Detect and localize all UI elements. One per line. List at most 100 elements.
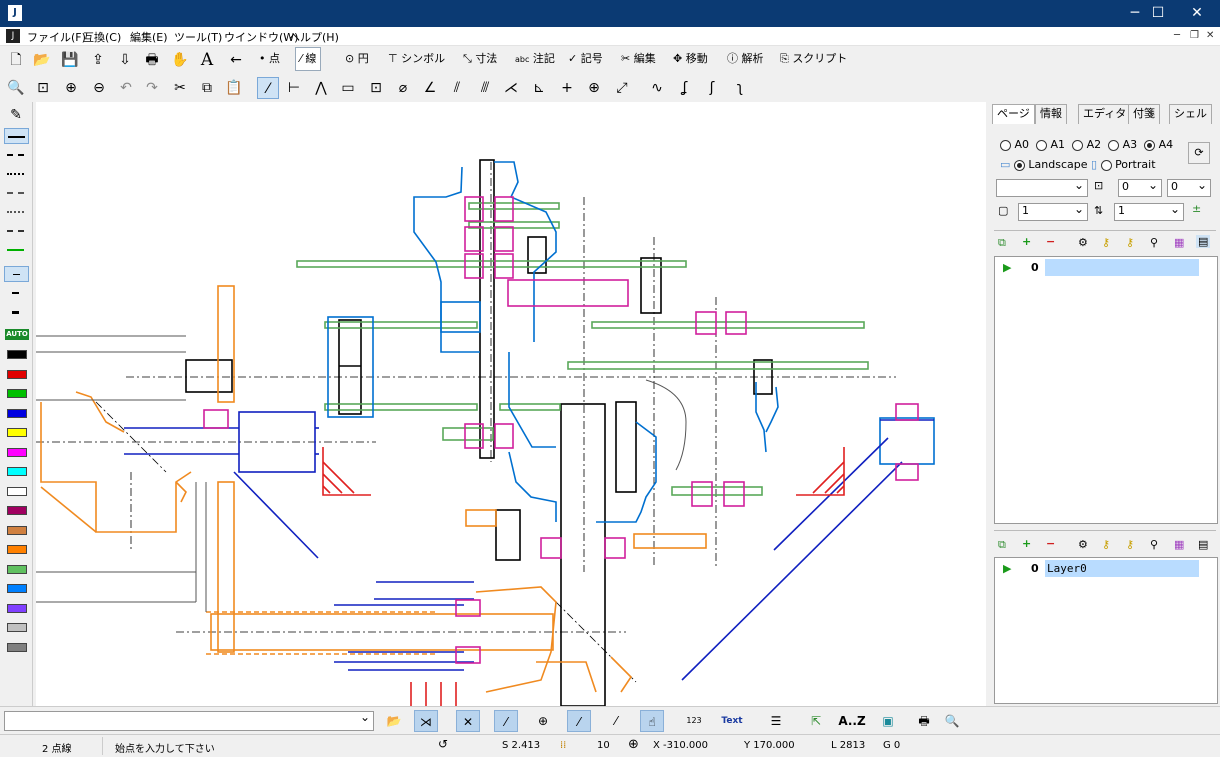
grid-icon[interactable]: ⁞⁞ <box>560 740 567 751</box>
layer-row-name[interactable]: Layer0 <box>1045 560 1199 577</box>
page-color-icon[interactable]: ▦ <box>1174 236 1185 249</box>
polyline-icon[interactable]: ⋀ <box>315 80 327 96</box>
color-swatch[interactable] <box>7 467 27 476</box>
offset-line-icon[interactable]: ⫽ <box>453 80 461 96</box>
snap-center-icon[interactable]: ⊕ <box>537 714 549 728</box>
snap-nearest-icon[interactable]: ⁄ <box>494 710 518 732</box>
page-remove-icon[interactable]: − <box>1046 235 1056 248</box>
snap-cursor-icon[interactable]: ☝ <box>640 710 664 732</box>
freehand-icon[interactable]: ʅ <box>736 80 744 96</box>
tab-analyze[interactable]: ⓘ 解析 <box>727 52 764 65</box>
linetype-green[interactable] <box>4 242 29 258</box>
lineweight-medium[interactable] <box>4 285 29 301</box>
page-row-name[interactable] <box>1045 259 1199 276</box>
menu-tools[interactable]: ツール(T) <box>174 31 223 44</box>
layer-copy-icon[interactable]: ⧉ <box>998 538 1006 551</box>
page-play-icon[interactable]: ▶ <box>1003 261 1012 274</box>
tab-move[interactable]: ✥ 移動 <box>673 52 708 65</box>
line-2point-icon[interactable]: ⁄ <box>257 77 279 99</box>
hand-icon[interactable]: ✋ <box>171 52 189 68</box>
color-swatch[interactable] <box>7 584 27 593</box>
close-button[interactable]: ✕ <box>1191 5 1203 21</box>
splitter-1[interactable] <box>994 230 1216 231</box>
color-swatch[interactable] <box>7 389 27 398</box>
color-swatch[interactable] <box>7 486 27 496</box>
paste-icon[interactable]: 📋 <box>225 80 243 96</box>
refresh-icon[interactable]: ↺ <box>438 737 449 751</box>
tab-dimension[interactable]: ⤡ 寸法 <box>463 52 498 65</box>
menu-window[interactable]: ウインドウ(W) <box>224 31 299 44</box>
select-cursor-icon[interactable]: ⇱ <box>810 714 822 728</box>
add-page-icon[interactable]: ± <box>1192 202 1202 215</box>
tab-shell[interactable]: シェル <box>1169 104 1212 124</box>
linetype-dashdotdot[interactable] <box>4 204 29 220</box>
color-swatch[interactable] <box>7 525 27 535</box>
layer-list[interactable]: ▶ 0 Layer0 <box>994 557 1218 704</box>
linetype-dashdot[interactable] <box>4 185 29 201</box>
paper-a4-radio[interactable] <box>1144 139 1156 151</box>
snap-midpoint-icon[interactable]: ⁄ <box>567 710 591 732</box>
maximize-button[interactable]: ☐ <box>1151 5 1165 21</box>
tab-editor[interactable]: エディタ <box>1078 104 1132 124</box>
tab-point[interactable]: • 点 <box>259 52 280 65</box>
color-swatch[interactable] <box>7 506 27 515</box>
tab-info[interactable]: 情報 <box>1035 104 1067 124</box>
back-arrow-icon[interactable]: ← <box>230 52 242 68</box>
menu-help[interactable]: ヘルプ(H) <box>289 31 339 44</box>
eyedropper-icon[interactable]: ✎ <box>10 107 22 123</box>
tab-symbol[interactable]: ⊤ シンボル <box>388 52 446 65</box>
color-swatch[interactable] <box>7 428 27 437</box>
color-swatch[interactable] <box>7 545 27 554</box>
layer-key2-icon[interactable]: ⚷ <box>1126 538 1135 551</box>
rotate-icon[interactable]: ⟳ <box>1188 142 1210 164</box>
perpendicular-icon[interactable]: ⊾ <box>533 80 545 96</box>
mdi-minimize-button[interactable]: ─ <box>1174 30 1181 41</box>
tab-mark[interactable]: ✓ 記号 <box>568 52 603 65</box>
zoom-in-icon[interactable]: ⊕ <box>65 80 77 96</box>
layer-remove-icon[interactable]: − <box>1046 537 1056 550</box>
color-swatch[interactable] <box>7 408 27 418</box>
paper-a2-radio[interactable] <box>1072 139 1084 151</box>
page-props-icon[interactable]: ⚙ <box>1078 236 1088 249</box>
bezier-icon[interactable]: ʃ <box>709 80 715 96</box>
origin-x-input[interactable]: 0 <box>1118 178 1162 197</box>
print-preview-icon[interactable]: 🖶 <box>918 714 930 728</box>
coordinate-input-button[interactable]: 123 <box>686 716 702 725</box>
lineweight-thin[interactable] <box>4 266 29 282</box>
linetype-dashed[interactable] <box>4 147 29 163</box>
page-preset-select[interactable] <box>996 178 1088 197</box>
zoom-all-icon[interactable]: ⊡ <box>37 80 49 96</box>
page-filter-icon[interactable]: ⚲ <box>1150 236 1159 249</box>
layer-play-icon[interactable]: ▶ <box>1003 562 1012 575</box>
crosshair-icon[interactable]: + <box>561 80 573 96</box>
color-swatch[interactable] <box>7 350 27 359</box>
paper-a3-radio[interactable] <box>1108 139 1120 151</box>
color-swatch[interactable] <box>7 447 27 457</box>
linetype-dotted[interactable] <box>4 166 29 182</box>
zoom-out-icon[interactable]: ⊖ <box>93 80 105 96</box>
undo-icon[interactable]: ↶ <box>120 80 132 96</box>
color-swatch[interactable] <box>7 623 27 632</box>
color-swatch[interactable] <box>7 564 27 574</box>
font-icon[interactable]: A <box>200 50 214 70</box>
bisector-icon[interactable]: ⋌ <box>504 80 518 96</box>
color-swatch[interactable] <box>7 642 27 652</box>
layer-color-icon[interactable]: ▦ <box>1174 538 1185 551</box>
curve-icon[interactable]: ʆ <box>682 80 688 96</box>
page-key2-icon[interactable]: ⚷ <box>1126 236 1135 249</box>
text-button[interactable]: Text <box>721 716 743 726</box>
sort-button[interactable]: A..Z <box>838 714 866 728</box>
tab-circle[interactable]: ⊙ 円 <box>345 52 369 65</box>
redo-icon[interactable]: ↷ <box>146 80 158 96</box>
color-swatch[interactable] <box>7 603 27 613</box>
landscape-radio[interactable] <box>1013 159 1025 171</box>
zoom-window-icon[interactable]: 🔍 <box>7 80 25 96</box>
linetype-long-dash[interactable] <box>4 223 29 239</box>
new-file-icon[interactable]: 🗋 <box>10 52 22 68</box>
mdi-close-button[interactable]: ✕ <box>1206 30 1215 41</box>
mdi-restore-button[interactable]: ❐ <box>1190 30 1199 41</box>
splitter-2[interactable] <box>994 530 1216 531</box>
scale-a-select[interactable]: 1 <box>1018 202 1088 221</box>
minimize-button[interactable]: ─ <box>1130 5 1140 21</box>
layer-view-icon[interactable]: ▤ <box>1198 538 1209 551</box>
